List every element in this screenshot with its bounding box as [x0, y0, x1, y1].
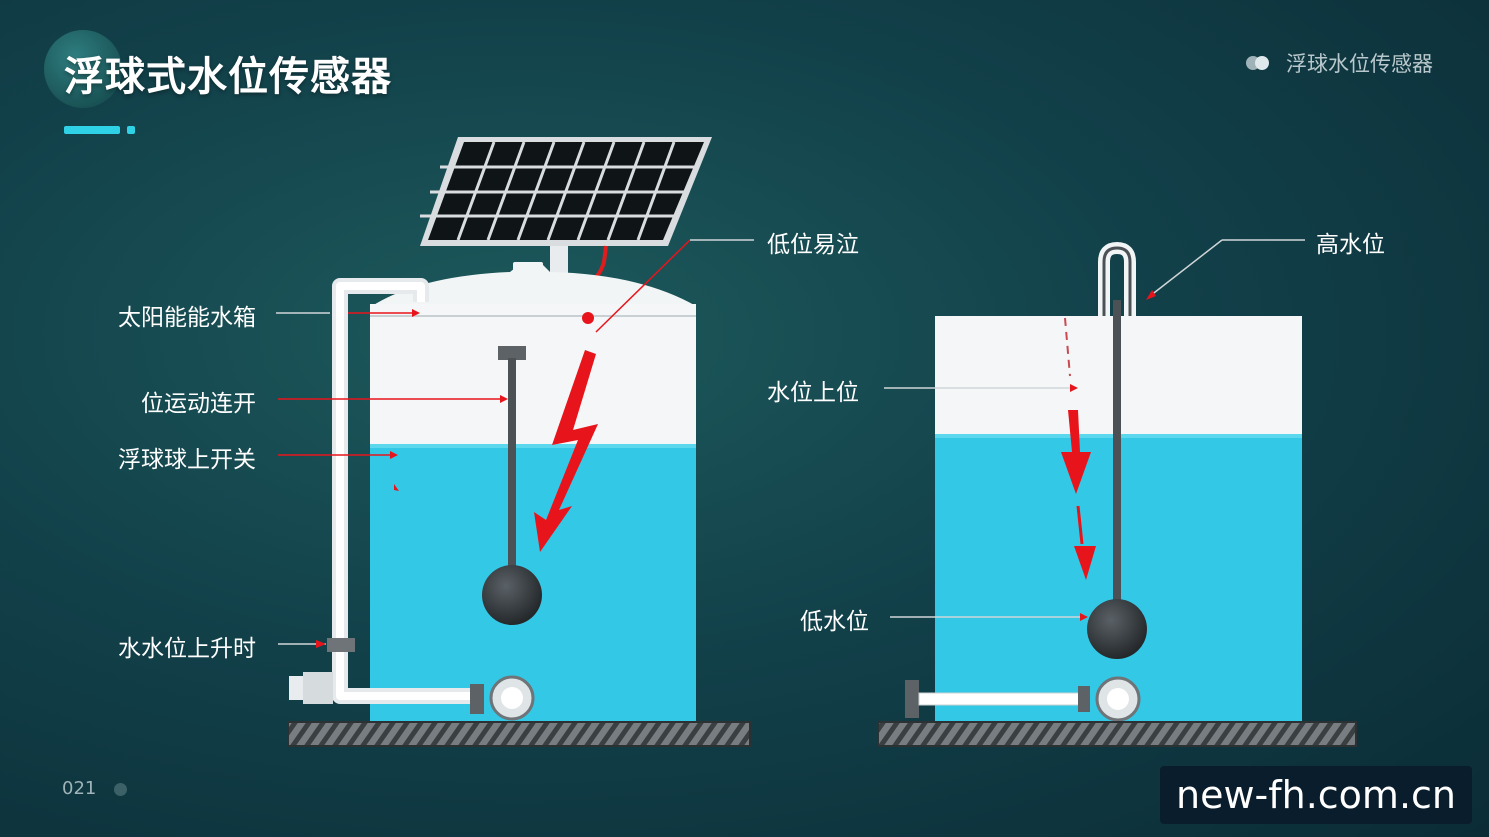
right-ground-base: [877, 721, 1357, 747]
page-title: 浮球式水位传感器: [64, 54, 392, 100]
page-dot: [114, 783, 127, 796]
ground-base: [287, 721, 751, 747]
watermark: new-fh.com.cn: [1160, 766, 1472, 824]
dots-icon: [1246, 56, 1272, 70]
header-tag-text: 浮球水位传感器: [1286, 52, 1433, 76]
label-low-level: 低水位: [800, 609, 869, 635]
label-float-switch: 浮球球上开关: [118, 447, 256, 473]
down-arrow-icon: [1061, 410, 1091, 494]
down-arrow-icon-2: [1074, 546, 1096, 580]
label-solar-tank: 太阳能能水箱: [118, 305, 256, 331]
solar-water-tank: [287, 137, 751, 747]
float-ball-icon: [482, 565, 542, 625]
label-level-up: 水位上位: [767, 380, 859, 406]
page-number: 021: [62, 778, 97, 799]
float-level-tank: [877, 241, 1357, 747]
label-low-easy: 低位易泣: [767, 232, 859, 258]
label-rising-level: 水水位上升时: [118, 636, 256, 662]
header-tag: 浮球水位传感器: [1246, 48, 1433, 78]
right-float-ball-icon: [1087, 599, 1147, 659]
right-leader-lines: [884, 239, 1305, 618]
lightning-arrow-icon: [534, 350, 598, 552]
title-underline: [64, 126, 120, 134]
label-high-level: 高水位: [1316, 232, 1385, 258]
solar-panel-icon: [420, 137, 712, 284]
title-underline-dot: [127, 126, 135, 134]
label-float-motion: 位运动连开: [141, 391, 256, 417]
left-leader-lines: [276, 239, 754, 645]
title-decoration: [44, 30, 122, 108]
